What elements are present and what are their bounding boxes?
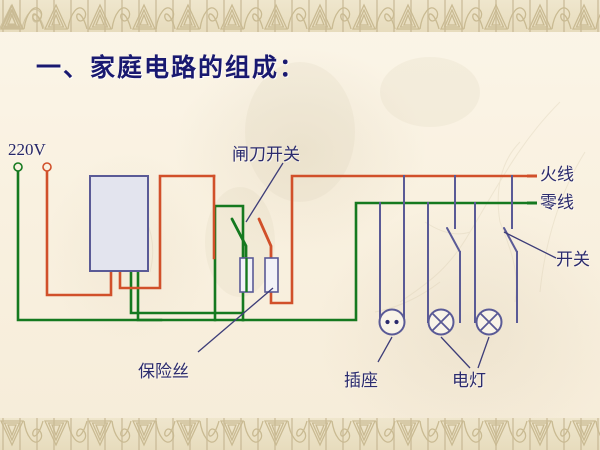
- leader-lamp-2: [477, 336, 490, 369]
- leader-socket: [377, 336, 393, 363]
- label-neutral-wire: 零线: [540, 193, 574, 213]
- page-title: 一、家庭电路的组成：: [36, 53, 307, 82]
- knife-blade-left: [230, 217, 248, 260]
- live-supply-drop: [45, 170, 113, 297]
- neutral-meter-out-a: [129, 269, 245, 315]
- leader-switch: [503, 231, 557, 259]
- terminal-neutral-icon: [13, 162, 23, 172]
- branch-risers: [379, 175, 518, 323]
- lamp-symbol-2: [475, 308, 503, 336]
- neutral-supply-drop: [16, 170, 163, 322]
- callout-leaders: [197, 162, 557, 369]
- top-border-band: [0, 0, 600, 32]
- knife-switch[interactable]: [230, 217, 279, 293]
- bus-color-keys: [527, 174, 537, 205]
- electricity-meter: [89, 175, 149, 272]
- label-switch: 开关: [556, 250, 590, 270]
- terminal-live-icon: [42, 162, 52, 172]
- label-supply-voltage: 220V: [8, 140, 46, 159]
- label-fuse: 保险丝: [138, 362, 189, 382]
- neutral-switch-riser: [213, 204, 245, 322]
- leader-fuse: [197, 287, 274, 353]
- label-live-wire: 火线: [540, 165, 574, 185]
- bottom-border-band: [0, 418, 600, 450]
- branch-switches: [446, 227, 518, 253]
- leader-knife-switch: [245, 162, 284, 223]
- switch-lamp1: [446, 227, 461, 253]
- bottom-border-pattern: [0, 418, 600, 450]
- neutral-run-right: [241, 201, 537, 322]
- label-socket: 插座: [344, 371, 378, 391]
- leader-lamp-1: [440, 336, 471, 369]
- knife-blade-right: [257, 217, 273, 260]
- label-lamp: 电灯: [452, 371, 486, 391]
- lamp-symbol-1: [427, 308, 455, 336]
- supply-terminals: [13, 162, 52, 172]
- live-switch-out: [269, 174, 537, 305]
- top-border-tri-repeat: [0, 0, 600, 32]
- socket-symbol: [378, 308, 406, 336]
- label-knife-switch: 闸刀开关: [232, 145, 300, 165]
- live-wire-group: [45, 170, 537, 305]
- switch-lamp2: [503, 227, 518, 253]
- live-meter-out: [118, 174, 216, 290]
- fuse-right: [264, 257, 279, 293]
